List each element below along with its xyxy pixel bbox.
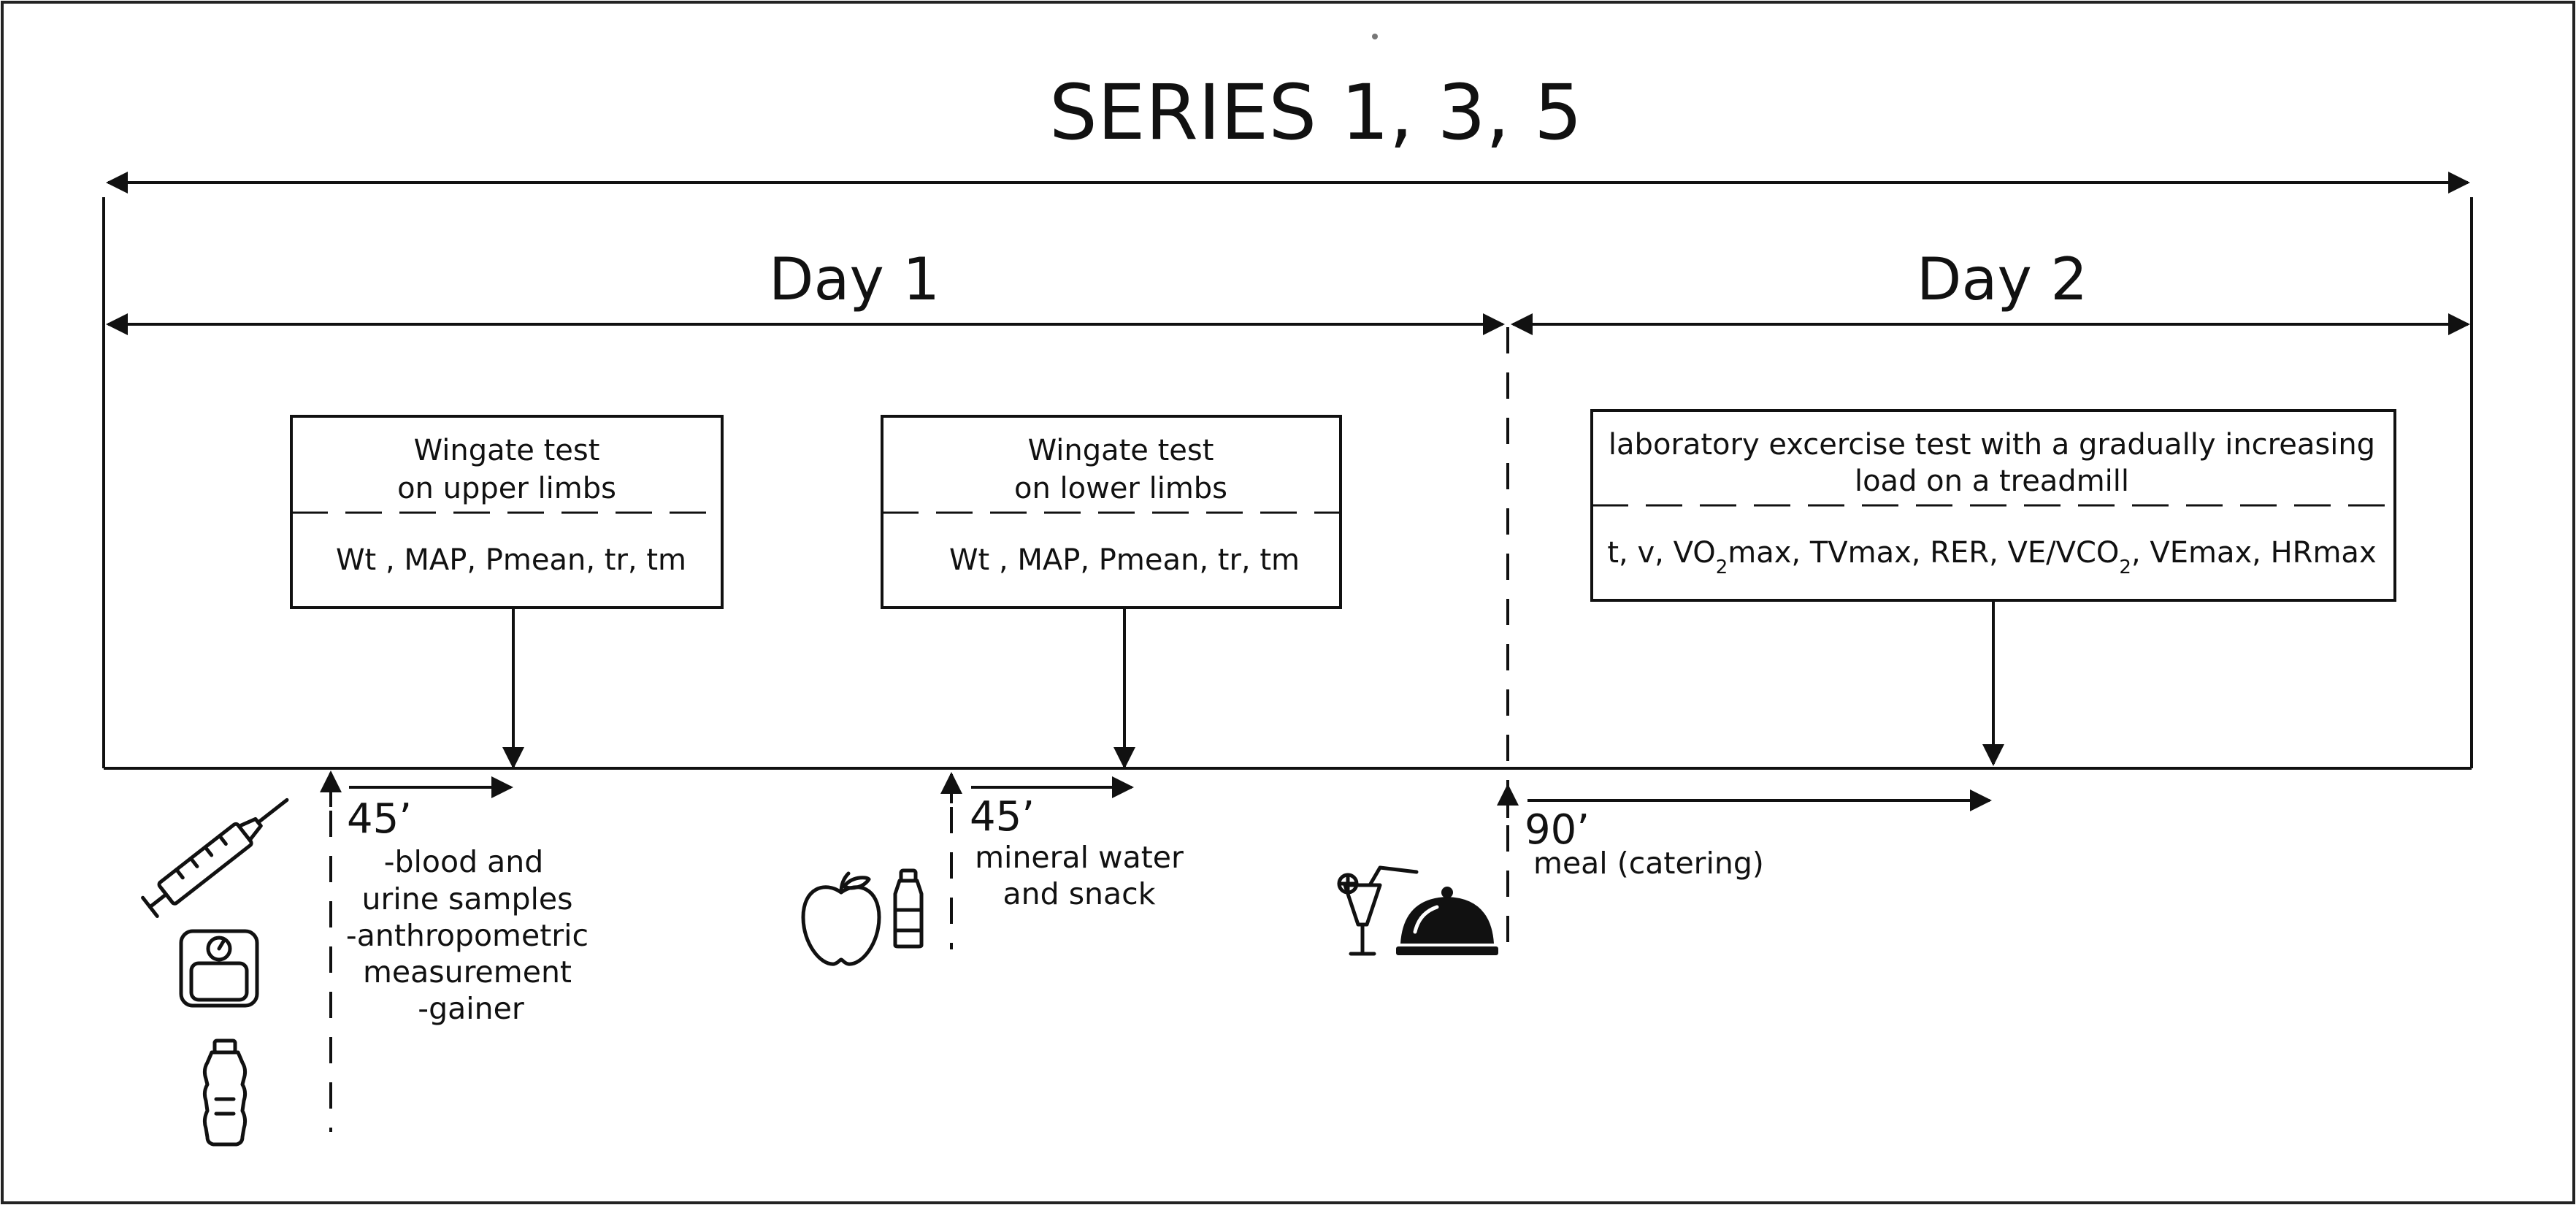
phase1-line4: measurement xyxy=(363,955,572,990)
upper-box-params: Wt , MAP, Pmean, tr, tm xyxy=(336,543,686,577)
bottle-icon xyxy=(202,1038,248,1147)
treadmill-box-title-line2: load on a treadmill xyxy=(1855,464,2129,498)
phase2-line2: and snack xyxy=(1003,876,1156,911)
dot-mark xyxy=(1372,34,1378,39)
phase3-line1: meal (catering) xyxy=(1533,846,1764,881)
phase1-line1: -blood and xyxy=(384,844,544,879)
apple-icon xyxy=(801,871,881,966)
phase1-line5: -gainer xyxy=(418,991,524,1026)
lower-box-title-line1: Wingate test xyxy=(1028,434,1214,467)
cloche-icon xyxy=(1396,887,1498,955)
phase1-line2: urine samples xyxy=(362,881,573,917)
phase1-duration: 45’ xyxy=(347,795,412,843)
scale-icon xyxy=(179,929,259,1008)
upper-limbs-test-box: Wingate test on upper limbs Wt , MAP, Pm… xyxy=(290,415,724,609)
phase1-line3: -anthropometric xyxy=(346,918,589,953)
water-bottle-icon xyxy=(893,868,924,949)
treadmill-test-box: laboratory excercise test with a gradual… xyxy=(1590,409,2396,602)
cocktail-icon xyxy=(1337,865,1419,956)
lower-limbs-test-box: Wingate test on lower limbs Wt , MAP, Pm… xyxy=(881,415,1342,609)
day1-label: Day 1 xyxy=(769,245,940,313)
treadmill-box-params: t, v, VO2max, TVmax, RER, VE/VCO2, VEmax… xyxy=(1607,536,2376,578)
page-title: SERIES 1, 3, 5 xyxy=(1049,68,1582,157)
phase2-duration: 45’ xyxy=(970,793,1035,841)
phase3-duration: 90’ xyxy=(1525,806,1590,854)
upper-box-title-line2: on upper limbs xyxy=(397,472,616,505)
lower-box-title-line2: on lower limbs xyxy=(1014,472,1227,505)
phase2-line1: mineral water xyxy=(975,840,1184,875)
day2-label: Day 2 xyxy=(1917,245,2088,313)
lower-box-params: Wt , MAP, Pmean, tr, tm xyxy=(949,543,1300,577)
syringe-icon xyxy=(141,797,289,918)
treadmill-box-title-line1: laboratory excercise test with a gradual… xyxy=(1609,428,2375,462)
upper-box-title-line1: Wingate test xyxy=(414,434,600,467)
